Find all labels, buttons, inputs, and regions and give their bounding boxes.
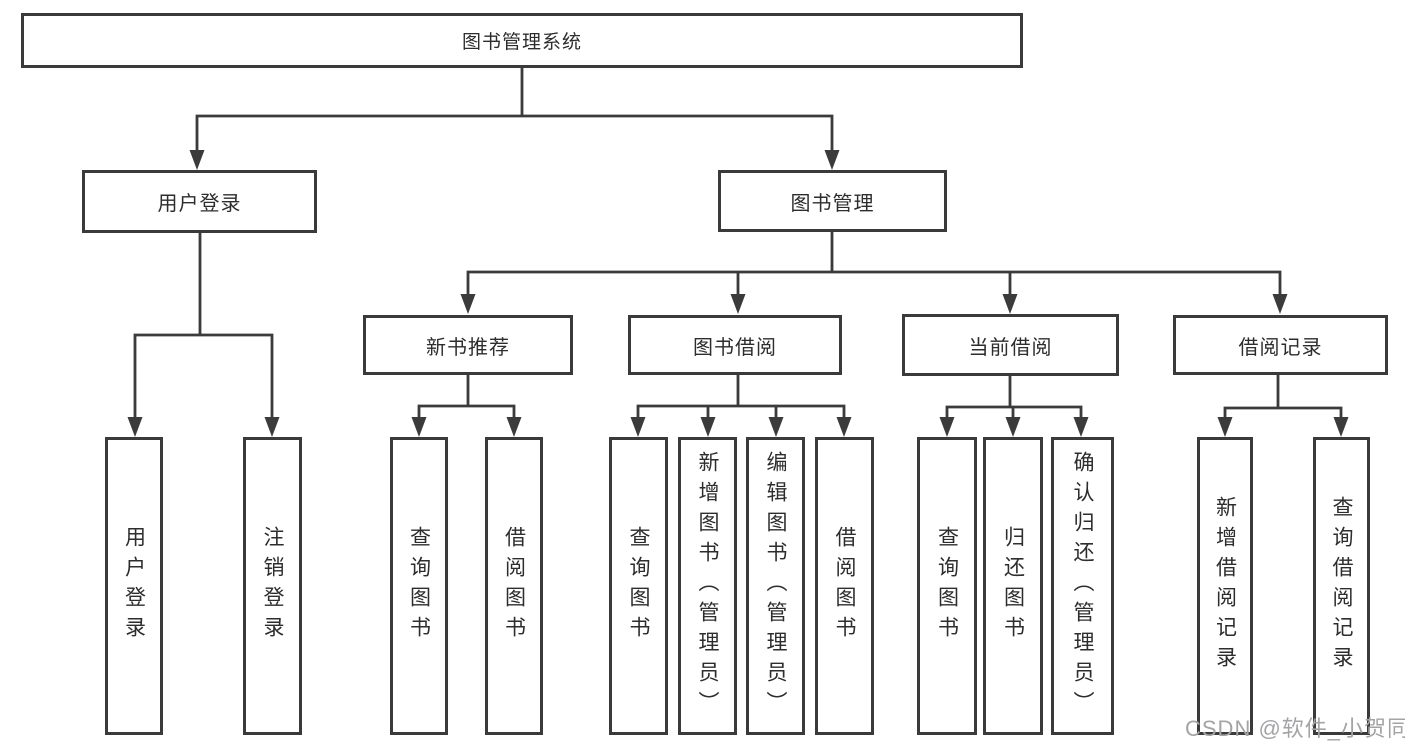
leaf-label: 查询图书 — [935, 526, 959, 646]
node-label: 新书推荐 — [426, 336, 510, 359]
node-label: 用户登录 — [157, 193, 242, 215]
node-label: 当前借阅 — [968, 336, 1053, 359]
leaf-label: 借阅图书 — [833, 526, 857, 646]
node-library-management-system: 图书管理系统 — [21, 13, 1023, 68]
node-borrow-records: 借阅记录 — [1173, 315, 1388, 375]
leaf-label: 用户登录 — [122, 526, 146, 646]
leaf-add-borrow-record: 新增借阅记录 — [1197, 437, 1253, 735]
node-label: 借阅记录 — [1238, 336, 1323, 359]
leaf-query-books-recommend: 查询图书 — [390, 437, 448, 735]
leaf-label: 查询借阅记录 — [1330, 496, 1354, 676]
node-user-login-group: 用户登录 — [82, 170, 317, 233]
leaf-label: 新增借阅记录 — [1213, 496, 1237, 676]
leaf-borrow-books-recommend: 借阅图书 — [485, 437, 543, 735]
leaf-logout: 注销登录 — [243, 437, 302, 735]
node-label: 图书借阅 — [693, 336, 777, 359]
leaf-query-books-borrow: 查询图书 — [609, 437, 668, 735]
arrowheads — [127, 150, 1349, 437]
leaf-label: 编辑图书（管理员） — [764, 451, 788, 721]
leaf-label: 查询图书 — [627, 526, 651, 646]
leaf-label: 查询图书 — [407, 526, 431, 646]
leaf-label: 归还图书 — [1001, 526, 1025, 646]
leaf-label: 注销登录 — [261, 526, 285, 646]
leaf-edit-books-admin: 编辑图书（管理员） — [746, 437, 805, 735]
leaf-confirm-return-admin: 确认归还（管理员） — [1051, 437, 1114, 735]
leaf-query-borrow-record: 查询借阅记录 — [1313, 437, 1370, 735]
node-current-borrow: 当前借阅 — [902, 314, 1119, 376]
node-new-book-recommend: 新书推荐 — [363, 315, 573, 375]
leaf-label: 借阅图书 — [502, 526, 526, 646]
leaf-return-books: 归还图书 — [983, 437, 1043, 735]
leaf-label: 确认归还（管理员） — [1071, 451, 1095, 721]
leaf-query-books-current: 查询图书 — [917, 437, 977, 735]
csdn-watermark: CSDN @软件_小贺同学 — [1185, 716, 1405, 741]
leaf-borrow-books: 借阅图书 — [815, 437, 874, 735]
leaf-user-login: 用户登录 — [105, 437, 163, 735]
leaf-add-books-admin: 新增图书（管理员） — [678, 437, 737, 735]
node-book-management: 图书管理 — [718, 170, 947, 232]
node-label: 图书管理系统 — [461, 32, 582, 53]
node-label: 图书管理 — [790, 192, 875, 215]
node-book-borrow: 图书借阅 — [628, 315, 842, 375]
leaf-label: 新增图书（管理员） — [696, 451, 720, 721]
